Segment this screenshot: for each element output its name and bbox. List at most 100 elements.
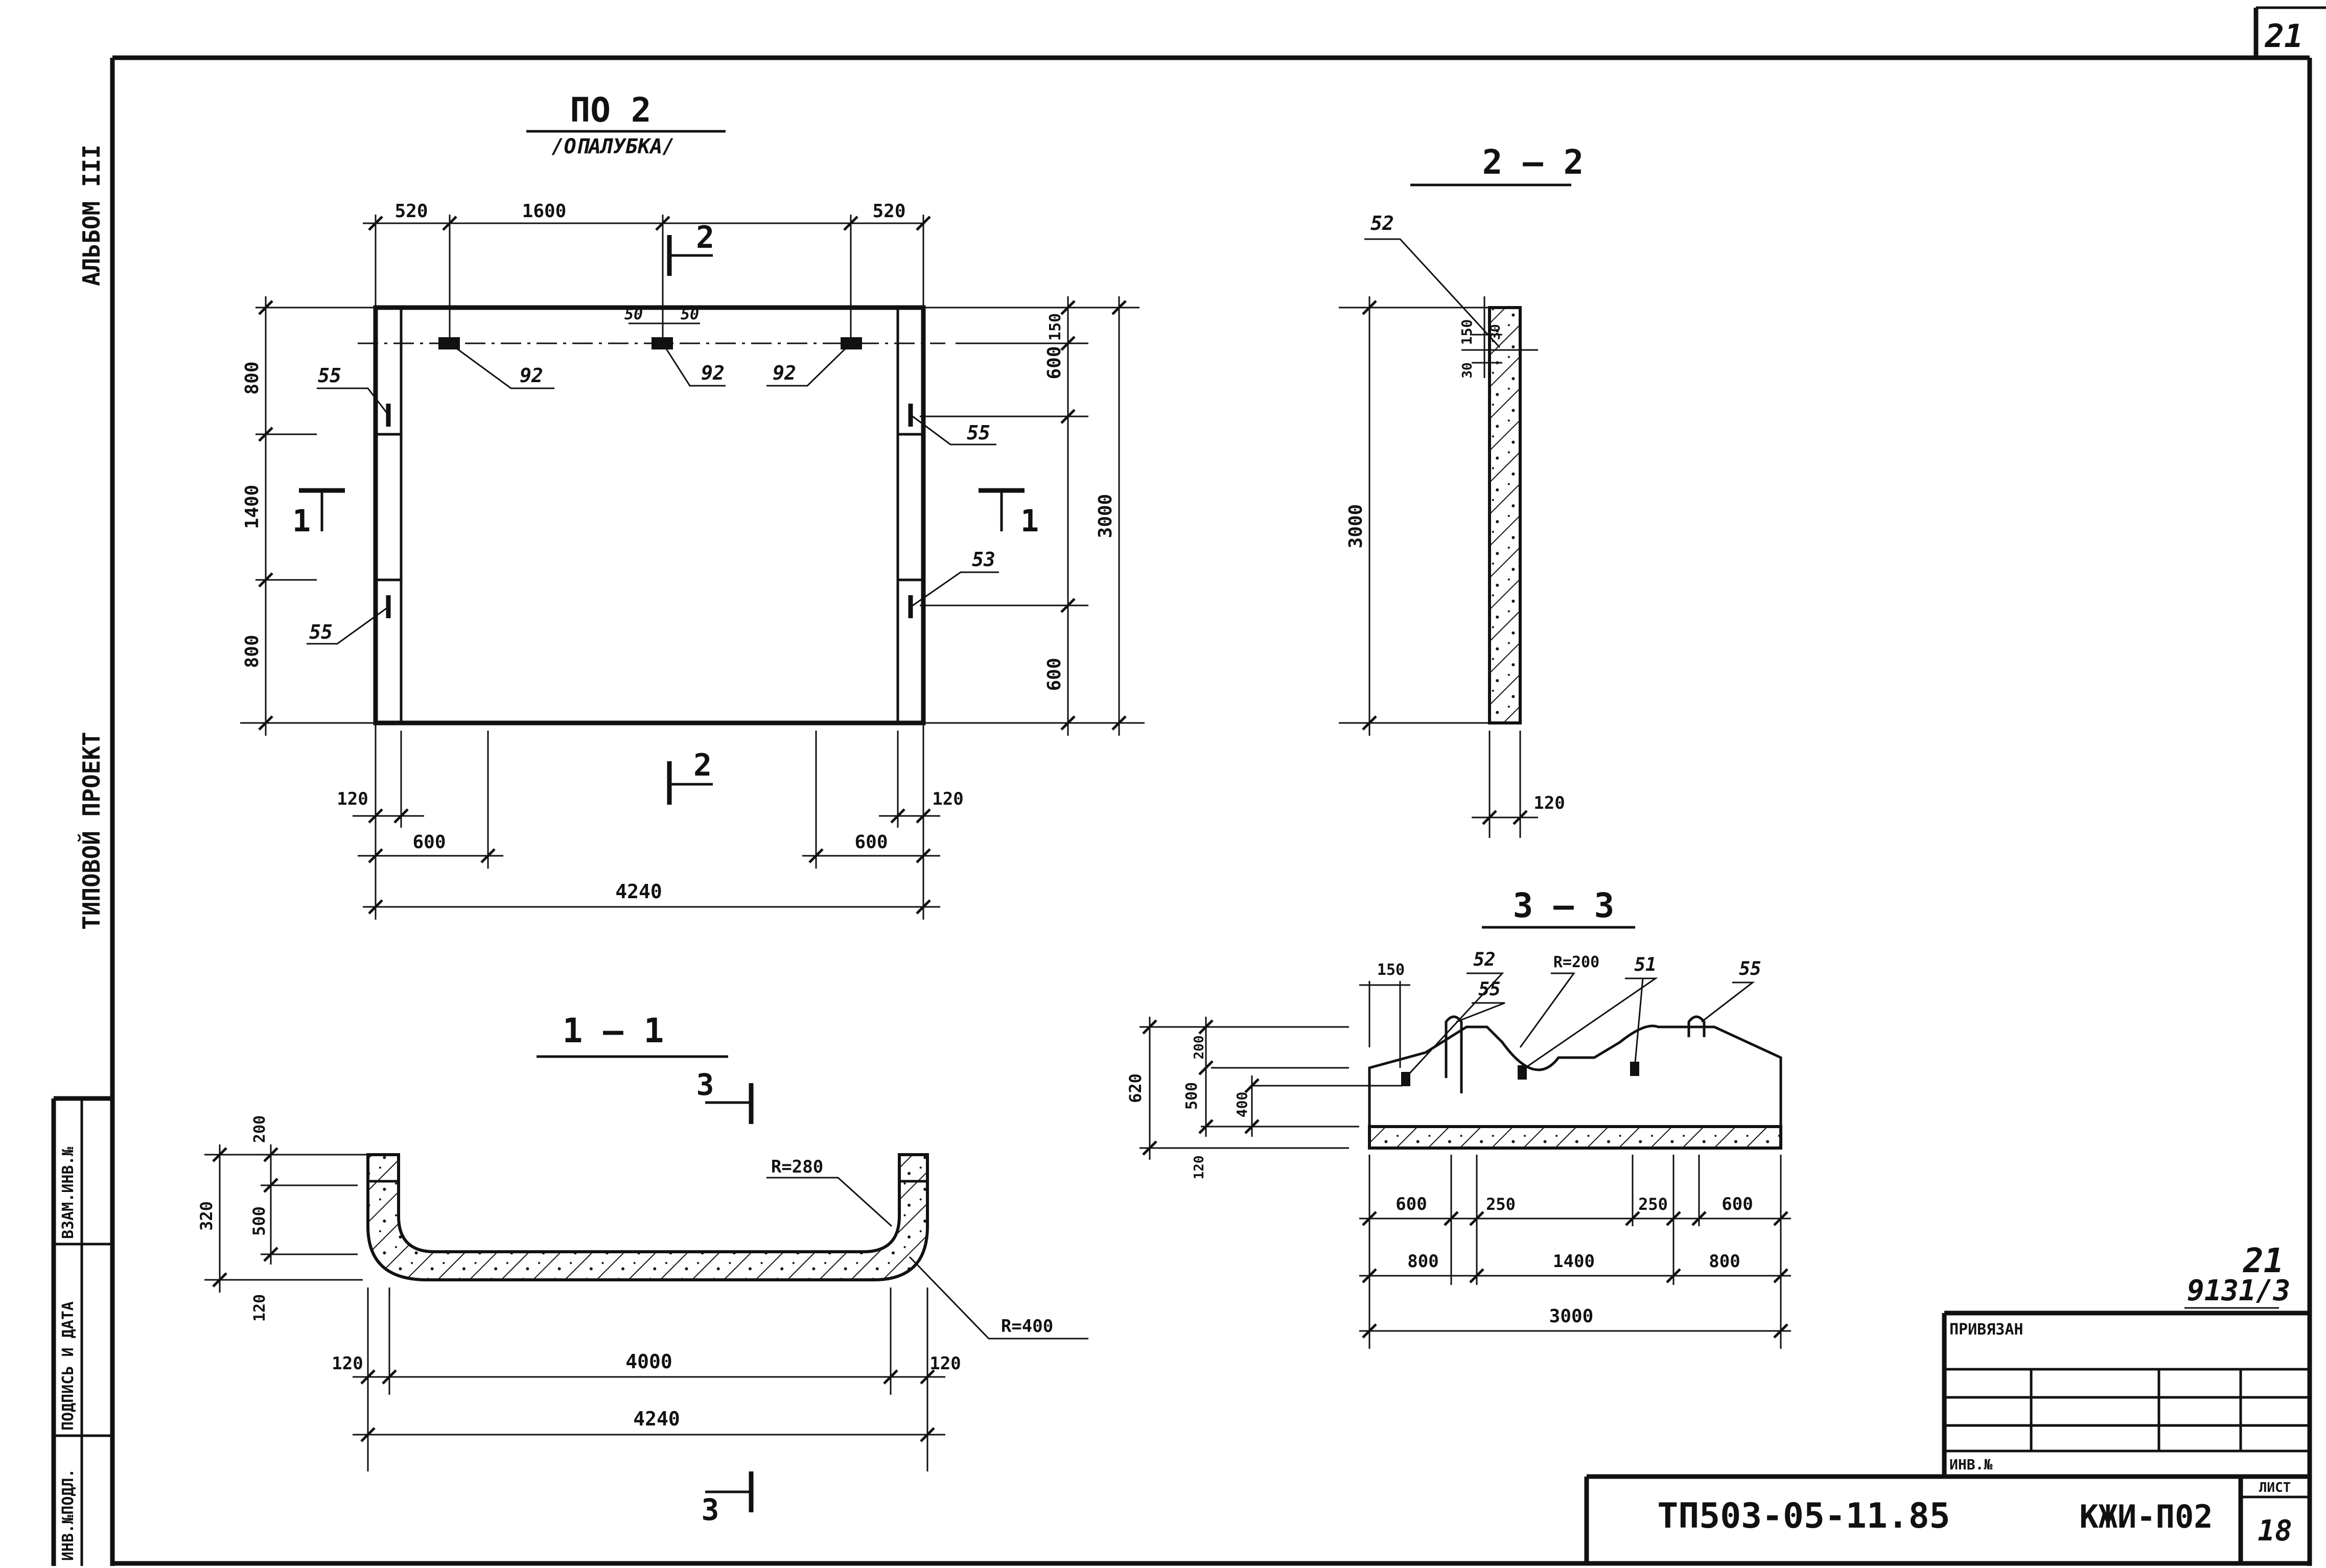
s33-mark-55-a: 55 bbox=[1478, 979, 1500, 1000]
section-11-trough bbox=[366, 1153, 929, 1281]
mark-55-right: 55 bbox=[967, 422, 990, 444]
main-view-title: ПО 2 bbox=[570, 90, 652, 130]
mark-92-left: 92 bbox=[520, 364, 543, 387]
cut-2-bottom: 2 bbox=[693, 747, 712, 783]
s33-dim-1400: 1400 bbox=[1553, 1251, 1595, 1272]
section-22-panel bbox=[1339, 238, 1538, 838]
s33-dim-250-left: 250 bbox=[1486, 1195, 1516, 1214]
dim-1400-left: 1400 bbox=[242, 485, 263, 529]
main-leaders bbox=[307, 342, 999, 645]
section-22-title: 2 — 2 bbox=[1482, 143, 1584, 182]
dim-150-right: 150 bbox=[1046, 313, 1064, 341]
s11-dim-4240: 4240 bbox=[633, 1408, 680, 1430]
document-mark: КЖИ-П02 bbox=[2079, 1498, 2213, 1535]
s33-dim-600-left: 600 bbox=[1395, 1194, 1427, 1214]
mark-55-top-left: 55 bbox=[318, 364, 341, 387]
s33-mark-55-b: 55 bbox=[1739, 958, 1761, 979]
left-stamp-column bbox=[51, 1096, 112, 1566]
dim-600-left: 600 bbox=[412, 832, 446, 853]
dim-520-left: 520 bbox=[394, 201, 428, 222]
dim-50-right: 50 bbox=[681, 306, 699, 323]
s33-dim-800-right: 800 bbox=[1709, 1251, 1740, 1272]
main-top-dims bbox=[363, 215, 931, 337]
s11-dim-4000: 4000 bbox=[625, 1350, 672, 1373]
cut-2-top: 2 bbox=[696, 220, 714, 255]
dim-600-right: 600 bbox=[854, 832, 888, 853]
section-33-profile bbox=[1368, 1015, 1782, 1150]
s22-dim-30-a: 30 bbox=[1488, 324, 1503, 340]
s11-dim-200: 200 bbox=[251, 1115, 269, 1143]
stamp-original-inv-label: ИНВ.№ПОДЛ. bbox=[59, 1468, 77, 1561]
main-view-subtitle: /ОПАЛУБКА/ bbox=[552, 135, 675, 158]
section-cut-markers bbox=[299, 235, 1025, 805]
dim-120-right: 120 bbox=[932, 789, 963, 809]
mark-92-center: 92 bbox=[701, 362, 725, 384]
stamp-signature-label: ПОДПИСЬ И ДАТА bbox=[59, 1301, 77, 1431]
dim-1600: 1600 bbox=[522, 201, 567, 222]
s33-mark-52: 52 bbox=[1473, 949, 1495, 970]
s33-dim-120: 120 bbox=[1192, 1156, 1207, 1180]
main-left-dims bbox=[240, 296, 376, 736]
title-block bbox=[1584, 1310, 2310, 1563]
dim-600-right-bottom: 600 bbox=[1044, 658, 1065, 691]
cut-1-right: 1 bbox=[1020, 503, 1039, 539]
margin-project-label: ТИПОВОЙ ПРОЕКТ bbox=[78, 732, 105, 930]
main-view-panel bbox=[358, 305, 945, 726]
s33-dim-600-right: 600 bbox=[1722, 1194, 1753, 1214]
mark-55-bottom-left: 55 bbox=[309, 621, 333, 643]
s22-mark-52: 52 bbox=[1370, 212, 1394, 235]
tied-label: ПРИВЯЗАН bbox=[1949, 1321, 2023, 1339]
sheet-frame bbox=[110, 6, 2326, 1566]
stamp-replacing-inv-label: ВЗАМ.ИНВ.№ bbox=[59, 1146, 77, 1239]
s33-dim-200: 200 bbox=[1192, 1036, 1207, 1060]
s11-cut-3-bottom: 3 bbox=[702, 1492, 719, 1527]
s33-dim-150: 150 bbox=[1377, 961, 1405, 979]
s33-dim-500: 500 bbox=[1183, 1082, 1201, 1110]
dim-120-left: 120 bbox=[337, 789, 368, 809]
s11-cut-3-top: 3 bbox=[696, 1067, 714, 1102]
s22-dim-30-b: 30 bbox=[1460, 362, 1475, 378]
s11-radius-400: R=400 bbox=[1001, 1316, 1053, 1337]
s33-dim-400: 400 bbox=[1234, 1092, 1250, 1118]
dim-3000-right: 3000 bbox=[1095, 494, 1116, 539]
s33-dim-620: 620 bbox=[1126, 1073, 1145, 1103]
s33-dim-3000: 3000 bbox=[1549, 1306, 1594, 1327]
s11-cut-markers bbox=[705, 1083, 754, 1512]
project-code: ТП503-05-11.85 bbox=[1657, 1496, 1950, 1536]
s22-dim-120: 120 bbox=[1533, 793, 1565, 813]
dim-800-bottom-left: 800 bbox=[242, 635, 263, 668]
s11-radius-280: R=280 bbox=[771, 1157, 823, 1177]
dim-520-right: 520 bbox=[872, 201, 905, 222]
cut-1-left: 1 bbox=[292, 503, 311, 539]
section-11-title: 1 — 1 bbox=[563, 1011, 664, 1050]
margin-album-label: АЛЬБОМ III bbox=[78, 145, 105, 286]
section-11-dims bbox=[204, 1144, 1088, 1471]
s11-dim-120-right: 120 bbox=[929, 1353, 961, 1374]
dim-50-left: 50 bbox=[624, 306, 643, 323]
s22-dim-3000: 3000 bbox=[1345, 504, 1366, 549]
s33-dim-250-right: 250 bbox=[1638, 1195, 1668, 1214]
mark-92-right: 92 bbox=[773, 362, 796, 384]
main-bottom-dims bbox=[353, 723, 940, 920]
handwritten-number-bottom: 9131/3 bbox=[2187, 1274, 2290, 1307]
s33-mark-51: 51 bbox=[1634, 954, 1656, 975]
section-33-title: 3 — 3 bbox=[1513, 886, 1615, 925]
s22-dim-150: 150 bbox=[1458, 319, 1475, 345]
s33-radius-200: R=200 bbox=[1553, 953, 1599, 971]
sheet-number: 18 bbox=[2258, 1514, 2292, 1548]
s11-dim-500: 500 bbox=[249, 1206, 269, 1236]
s33-dim-800-left: 800 bbox=[1407, 1251, 1438, 1272]
mark-53-right: 53 bbox=[972, 548, 995, 571]
dim-4240: 4240 bbox=[615, 880, 662, 903]
dim-600-right-top: 600 bbox=[1044, 346, 1065, 379]
corner-sheet-number: 21 bbox=[2265, 17, 2304, 55]
s11-dim-120-vertical: 120 bbox=[251, 1294, 269, 1322]
inv-number-label: ИНВ.№ bbox=[1949, 1456, 1992, 1473]
s11-dim-320: 320 bbox=[197, 1201, 216, 1231]
main-right-dims bbox=[920, 296, 1145, 736]
section-33-dims bbox=[1139, 972, 1791, 1349]
dim-800-top-left: 800 bbox=[242, 361, 263, 394]
s11-dim-120-left: 120 bbox=[332, 1353, 363, 1374]
sheet-label: ЛИСТ bbox=[2259, 1480, 2291, 1495]
